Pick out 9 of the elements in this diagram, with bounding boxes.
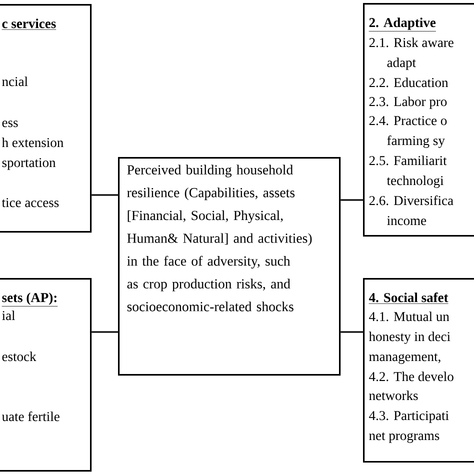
connector-line: [340, 331, 363, 333]
text-box: Perceived building household resilience (Capabilities, assets [Financial, Social, Physical, Human& Natural] and activities) in the face of adversity, such as crop production risks, and socioeconomic-related shocks: [118, 157, 341, 376]
connector-line: [340, 199, 363, 201]
text-box: sets (AP): ial estock uate fertile: [0, 278, 92, 472]
connector-line: [92, 194, 118, 196]
connector-line: [92, 331, 118, 333]
text-box: c services ncial ess h extension sportation tice access: [0, 4, 92, 233]
text-box: 2. Adaptive 2.1. Risk aware adapt 2.2. Education 2.3. Labor pro 2.4. Practice o farming sy 2.5. Familiarit technologi 2.6. Diversifica income: [363, 3, 474, 237]
text-box: 4. Social safet 4.1. Mutual un honesty in deci management, 4.2. The develo networks 4.3. Participati net programs: [363, 278, 474, 463]
